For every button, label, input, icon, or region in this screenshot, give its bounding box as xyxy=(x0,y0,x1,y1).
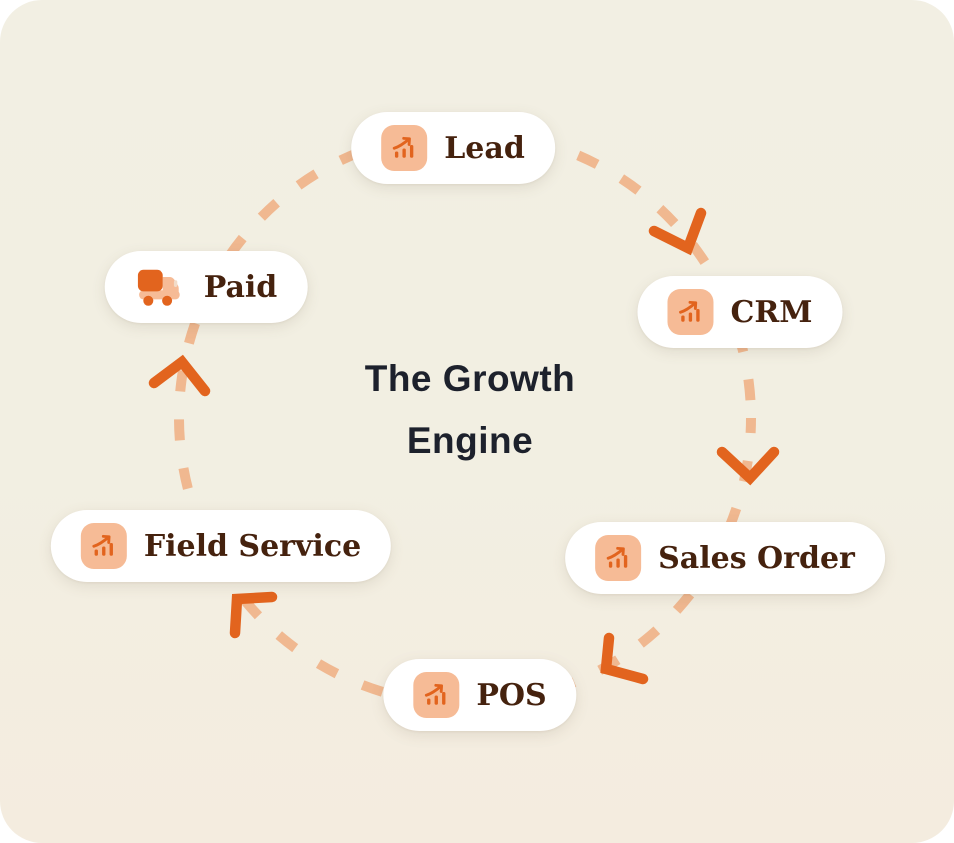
node-pill-crm: CRM xyxy=(637,276,843,348)
node-label: Field Service xyxy=(143,529,362,564)
diagram-title-line2: Engine xyxy=(406,420,534,461)
node-label: CRM xyxy=(730,295,813,330)
growth-chart-icon xyxy=(381,125,428,171)
node-pill-lead: Lead xyxy=(351,112,555,184)
node-pill-field-service: Field Service xyxy=(50,510,392,582)
growth-chart-icon xyxy=(413,672,460,718)
flow-arrowhead-sales-order-to-pos xyxy=(600,632,649,685)
node-label: Lead xyxy=(444,131,525,166)
flow-arrowhead-lead-to-crm xyxy=(648,207,707,256)
node-pill-paid: Paid xyxy=(104,251,308,323)
growth-chart-icon xyxy=(595,535,642,581)
node-pill-sales-order: Sales Order xyxy=(565,522,885,594)
growth-chart-icon xyxy=(80,523,127,569)
node-label: Paid xyxy=(203,270,278,305)
flow-arrowhead-field-service-to-paid xyxy=(148,354,211,397)
node-label: POS xyxy=(476,678,547,713)
flow-arrowhead-pos-to-field-service xyxy=(229,591,278,639)
flow-arrowhead-crm-to-sales-order xyxy=(716,446,780,486)
delivery-truck-icon xyxy=(135,264,187,310)
node-pill-pos: POS xyxy=(383,659,577,731)
diagram-title: The Growth Engine xyxy=(365,348,576,472)
growth-chart-icon xyxy=(667,289,714,335)
diagram-title-line1: The Growth xyxy=(364,358,576,399)
node-label: Sales Order xyxy=(658,541,855,576)
